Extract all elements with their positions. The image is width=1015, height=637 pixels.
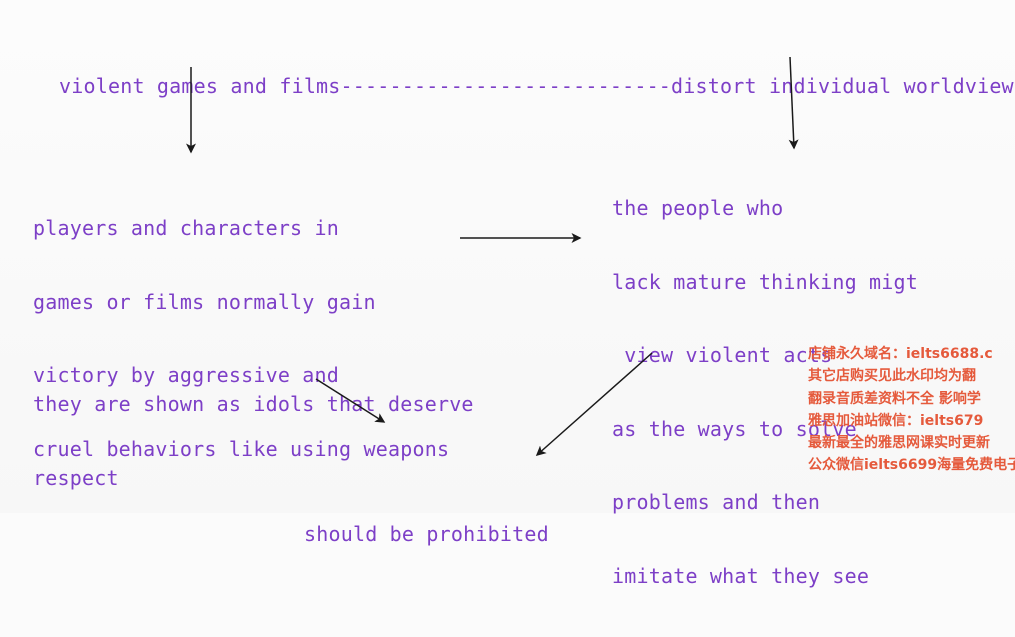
node-players-characters: players and characters in games or films… (33, 167, 449, 510)
watermark-line: 其它店购买见此水印均为翻 (808, 368, 976, 385)
node-line: the people who (612, 196, 784, 220)
watermark-line: 最新最全的雅思网课实时更新 (808, 435, 990, 452)
node-line: as the ways to solve (612, 416, 857, 441)
arrow-people-to-conclusion (535, 352, 653, 456)
node-line: problems and then (612, 490, 821, 514)
top-causal-text: violent games and films-----------------… (59, 74, 1014, 98)
diagram-canvas: violent games and films-----------------… (0, 0, 1015, 588)
arrows-layer (186, 56, 799, 456)
watermark-line: 雅思加油站微信：ielts679 (808, 412, 984, 429)
watermark-text: 店铺永久域名：ielts6688.c 其它店购买见此水印均为翻 翻录音质差资料不… (808, 343, 1015, 477)
node-line: players and characters in (33, 216, 340, 240)
watermark-line: 公众微信ielts6699海量免费电子 (808, 457, 1015, 474)
node-line: imitate what they see (612, 563, 870, 588)
node-line: they are shown as idols that deserve (33, 392, 474, 416)
node-line: lack mature thinking migt (612, 269, 919, 294)
node-line: games or films normally gain (33, 289, 376, 314)
node-idols: they are shown as idols that deserve res… (33, 343, 474, 539)
node-line: should be prohibited (304, 522, 549, 546)
node-line: view violent acts (612, 343, 833, 367)
top-causal-line: violent games and films-----------------… (59, 25, 1014, 148)
node-line: victory by aggressive and (33, 363, 340, 387)
watermark-line: 翻录音质差资料不全 影响学 (808, 390, 981, 407)
watermark-line: 店铺永久域名：ielts6688.c (808, 346, 993, 362)
node-line: cruel behaviors like using weapons (33, 436, 450, 461)
arrow-worldview-to-people (788, 56, 799, 150)
node-line: respect (33, 465, 119, 490)
arrow-idols-to-conclusion (315, 378, 386, 423)
